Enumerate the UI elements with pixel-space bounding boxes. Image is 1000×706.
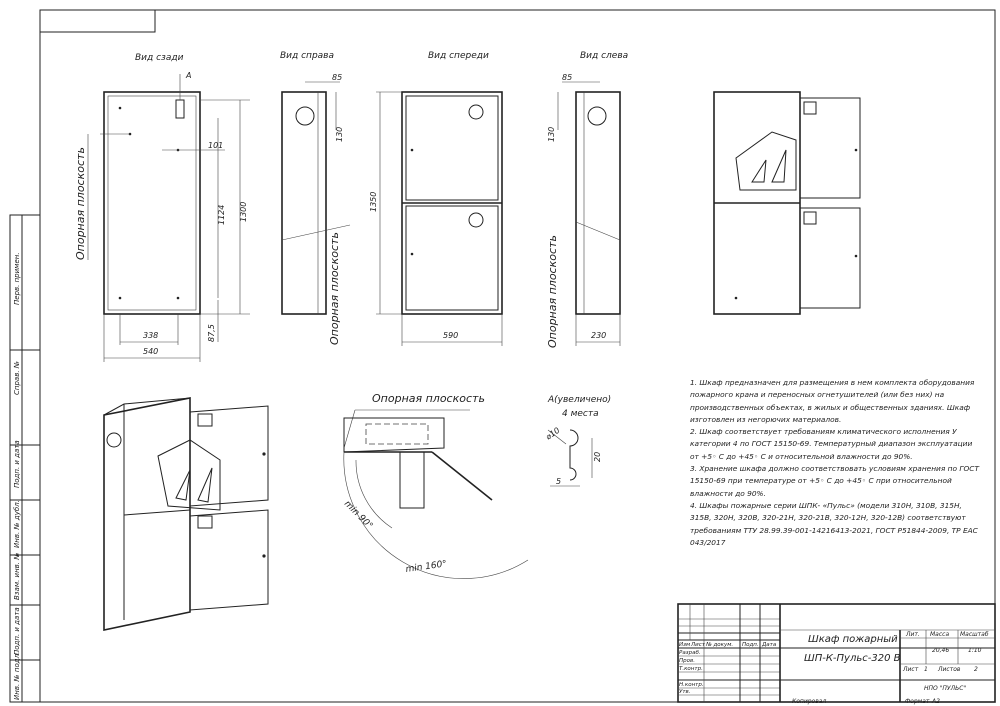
dim-338: 338 bbox=[143, 331, 158, 340]
right-view: 85 130 Опорная плоскость bbox=[281, 73, 351, 345]
left-view: 85 130 230 Опорная плоскость bbox=[546, 73, 621, 348]
front-view: 1350 590 bbox=[369, 91, 503, 346]
tb-sheets-label: Листов bbox=[937, 666, 961, 673]
detail-title: А(увеличено) bbox=[547, 395, 611, 405]
tb-utv: Утв. bbox=[679, 689, 691, 695]
tb-mass-value: 20,46 bbox=[932, 647, 949, 654]
view-title-left: Вид слева bbox=[580, 51, 628, 61]
ref-plane-label: Опорная плоскость bbox=[546, 235, 559, 348]
dim-5: 5 bbox=[556, 477, 561, 486]
dim-1300: 1300 bbox=[239, 202, 248, 222]
tb-list: Лист bbox=[690, 642, 706, 648]
open-front-view bbox=[713, 91, 861, 315]
dim-590: 590 bbox=[443, 331, 458, 340]
note-item: 2. Шкаф соответствует требованиям климат… bbox=[690, 427, 973, 461]
dim-130-left: 130 bbox=[547, 127, 556, 142]
dim-1124: 1124 bbox=[217, 205, 226, 225]
side-label: Перв. примен. bbox=[13, 252, 21, 305]
tb-sheets-value: 2 bbox=[974, 666, 978, 673]
tb-data: Дата bbox=[761, 642, 777, 648]
tb-razrab: Разраб. bbox=[679, 650, 701, 656]
back-view: А 101 1124 1300 87,5 338 540 Опорная пло… bbox=[74, 71, 250, 362]
tb-nkontr: Н.контр. bbox=[679, 682, 704, 688]
dim-1350: 1350 bbox=[369, 192, 378, 212]
side-label: Инв. № дубл. bbox=[13, 500, 21, 548]
detail-marker: А bbox=[185, 71, 191, 80]
ref-plane-label: Опорная плоскость bbox=[74, 147, 87, 260]
note-item: 3. Хранение шкафа должно соответствовать… bbox=[690, 464, 979, 498]
view-title-front: Вид спереди bbox=[428, 51, 489, 61]
tb-prov: Пров. bbox=[679, 658, 695, 664]
tb-podp: Подп. bbox=[742, 642, 759, 648]
view-title-back: Вид сзади bbox=[135, 53, 184, 63]
dim-85-right: 85 bbox=[332, 73, 342, 82]
tb-org: НПО "ПУЛЬС" bbox=[924, 685, 966, 692]
note-item: 1. Шкаф предназначен для размещения в не… bbox=[690, 378, 975, 424]
tb-sheet-value: 1 bbox=[924, 666, 928, 673]
isometric-view bbox=[103, 397, 269, 631]
side-label: Подп. и дата bbox=[13, 440, 21, 488]
product-name: Шкаф пожарный bbox=[808, 634, 898, 645]
technical-notes: 1. Шкаф предназначен для размещения в не… bbox=[690, 377, 980, 549]
side-label: Взам. инв. № bbox=[13, 552, 21, 600]
tb-massa: Масса bbox=[930, 631, 949, 638]
stamp-box-top bbox=[39, 9, 156, 33]
view-title-right: Вид справа bbox=[280, 51, 334, 61]
dim-875: 87,5 bbox=[207, 324, 216, 342]
tb-kopiroval: Копировал bbox=[792, 698, 826, 705]
title-block bbox=[677, 603, 996, 703]
dim-101: 101 bbox=[208, 141, 223, 150]
product-code: ШП-К-Пульс-320 В bbox=[804, 653, 901, 664]
ref-plane-label: Опорная плоскость bbox=[328, 232, 341, 345]
dim-20: 20 bbox=[593, 452, 602, 462]
tb-ndoc: № докум. bbox=[705, 642, 733, 648]
tb-sheet-label: Лист bbox=[902, 666, 919, 673]
dim-230: 230 bbox=[591, 331, 606, 340]
side-stamp bbox=[9, 214, 41, 703]
side-label: Инв. № подл. bbox=[13, 652, 21, 700]
tb-lit: Лит. bbox=[905, 631, 920, 638]
note-item: 4. Шкафы пожарные серии ШПК- «Пульс» (мо… bbox=[690, 500, 978, 547]
tb-format: Формат bbox=[905, 698, 930, 705]
side-label: Справ. № bbox=[13, 361, 21, 395]
tb-scale-value: 1:10 bbox=[968, 647, 982, 654]
ref-plane-label: Опорная плоскость bbox=[372, 392, 485, 405]
tb-format-value: А2 bbox=[931, 698, 940, 705]
tb-masshtab: Масштаб bbox=[960, 631, 989, 638]
tb-izm: Изм bbox=[679, 642, 690, 648]
side-label: Подп. и дата bbox=[13, 607, 21, 655]
dim-85-left: 85 bbox=[562, 73, 572, 82]
detail-count: 4 места bbox=[562, 409, 599, 419]
dim-540: 540 bbox=[143, 347, 158, 356]
dim-130-right: 130 bbox=[335, 127, 344, 142]
tb-tkontr: Т.контр. bbox=[679, 666, 703, 672]
